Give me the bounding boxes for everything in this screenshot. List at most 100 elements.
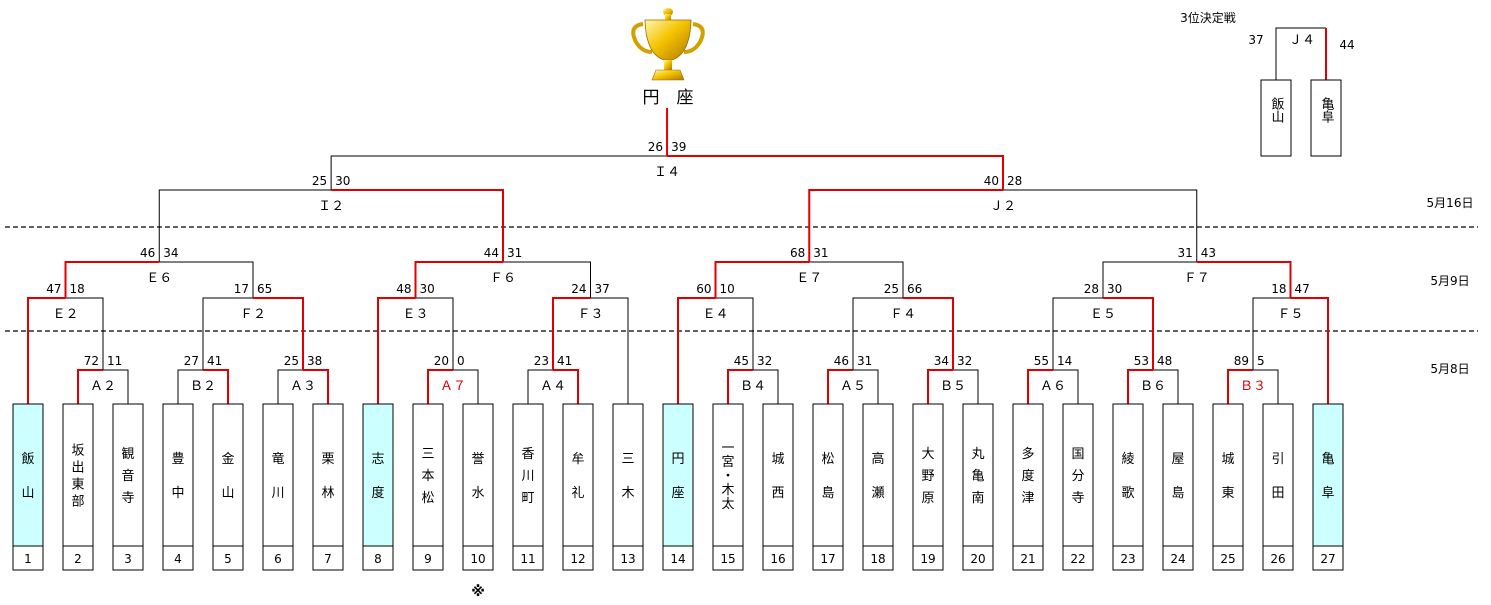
team-name: 屋島 <box>1171 452 1184 501</box>
third-place-team <box>1310 79 1342 157</box>
seed-box <box>312 545 344 571</box>
bracket-leg <box>667 155 1004 190</box>
score-left: 40 <box>984 174 999 188</box>
team-name: 誉水 <box>471 452 484 501</box>
bracket-leg <box>1103 297 1154 370</box>
bracket-leg <box>809 261 904 298</box>
seed-number: 2 <box>74 552 82 566</box>
team-name: 坂出東部 <box>71 444 84 510</box>
team-name: 飯山 <box>21 452 34 501</box>
score-right: 48 <box>1157 354 1172 368</box>
bracket-leg <box>753 369 779 404</box>
seed-box <box>1212 545 1244 571</box>
seed-number: 15 <box>720 552 735 566</box>
score-left: 18 <box>1271 282 1286 296</box>
seed-number: 9 <box>424 552 432 566</box>
seed-number: 12 <box>570 552 585 566</box>
score-left: 68 <box>790 246 805 260</box>
date-label: 5月16日 <box>1427 196 1474 210</box>
seed-box <box>1162 545 1194 571</box>
seed-box <box>1312 545 1344 571</box>
team-name: 丸亀南 <box>971 447 984 506</box>
score-left: 48 <box>396 282 411 296</box>
bracket-leg <box>453 369 479 404</box>
team-name: 金山 <box>221 451 234 501</box>
score-right: 41 <box>207 354 222 368</box>
score-right: 47 <box>1295 282 1310 296</box>
match-label: Ｂ４ <box>740 379 766 394</box>
bracket-leg <box>853 369 879 404</box>
bracket-leg <box>953 369 979 404</box>
bracket-leg <box>202 297 253 370</box>
team-name: 大野原 <box>921 447 934 506</box>
team-name: 城西 <box>771 452 784 501</box>
seed-box <box>362 545 394 571</box>
score-right: 31 <box>857 354 872 368</box>
bracket-leg <box>64 261 160 298</box>
bracket-leg <box>330 155 668 190</box>
seed-box <box>662 545 694 571</box>
score-left: 47 <box>46 282 61 296</box>
bracket-leg <box>727 369 753 404</box>
score-left: 26 <box>648 140 663 154</box>
match-label: Ｊ２ <box>990 199 1016 214</box>
match-label: Ｆ５ <box>1277 307 1303 322</box>
seed-number: 23 <box>1120 552 1135 566</box>
team-name: 綾歌 <box>1121 451 1134 501</box>
bracket-leg <box>1196 261 1292 298</box>
score-left: 55 <box>1034 354 1049 368</box>
team-box <box>212 403 244 547</box>
match-label: Ｅ６ <box>146 271 172 286</box>
bracket-leg <box>1053 369 1079 404</box>
score-left: 44 <box>484 246 499 260</box>
seed-number: 13 <box>620 552 635 566</box>
seed-box <box>862 545 894 571</box>
team-name: 高瀬 <box>871 451 884 501</box>
score-right: 34 <box>163 246 178 260</box>
team-box <box>162 403 194 547</box>
match-label: Ｆ６ <box>490 271 516 286</box>
team-boxes: 1飯山2坂出東部3観音寺4豊中5金山6竜川7栗林8志度9三本松10誉水11香川町… <box>12 403 1344 571</box>
bracket-leg <box>552 297 591 370</box>
score-left: 20 <box>434 354 449 368</box>
team-box <box>662 403 694 547</box>
team-box <box>1112 403 1144 547</box>
third-place-team <box>1260 79 1292 157</box>
score-left: 60 <box>696 282 711 296</box>
match-label: Ｅ４ <box>702 307 728 322</box>
match-label: Ａ７ <box>440 379 466 394</box>
score-left: 24 <box>571 282 586 296</box>
seed-number: 14 <box>670 552 685 566</box>
score-left: 46 <box>834 354 849 368</box>
seed-box <box>462 545 494 571</box>
match-label: Ｆ７ <box>1184 271 1210 286</box>
score-left: 89 <box>1234 354 1249 368</box>
bracket-lines <box>65 155 1291 404</box>
team-box <box>762 403 794 547</box>
bracket-leg <box>715 297 754 370</box>
bracket-leg <box>808 189 1003 262</box>
bracket-leg <box>277 369 303 404</box>
bracket-leg <box>377 297 416 404</box>
bracket-leg <box>553 369 579 404</box>
team-box <box>262 403 294 547</box>
team-box <box>612 403 644 547</box>
match-label: Ａ２ <box>90 379 116 394</box>
match-label: Ｅ３ <box>402 307 428 322</box>
team-box <box>512 403 544 547</box>
match-label: Ｅ５ <box>1090 307 1116 322</box>
bracket-leg <box>927 369 953 404</box>
seed-number: 24 <box>1170 552 1185 566</box>
score-right: 11 <box>107 354 122 368</box>
score-right: 30 <box>335 174 350 188</box>
score-right: 10 <box>720 282 735 296</box>
bracket-leg <box>1153 369 1179 404</box>
bracket-leg <box>65 297 104 370</box>
seed-number: 8 <box>374 552 382 566</box>
date-label: 5月9日 <box>1430 274 1469 288</box>
team-box <box>1162 403 1194 547</box>
bracket-leg <box>1052 297 1103 370</box>
match-label: Ｉ２ <box>318 199 344 214</box>
team-box <box>1062 403 1094 547</box>
seed-box <box>762 545 794 571</box>
